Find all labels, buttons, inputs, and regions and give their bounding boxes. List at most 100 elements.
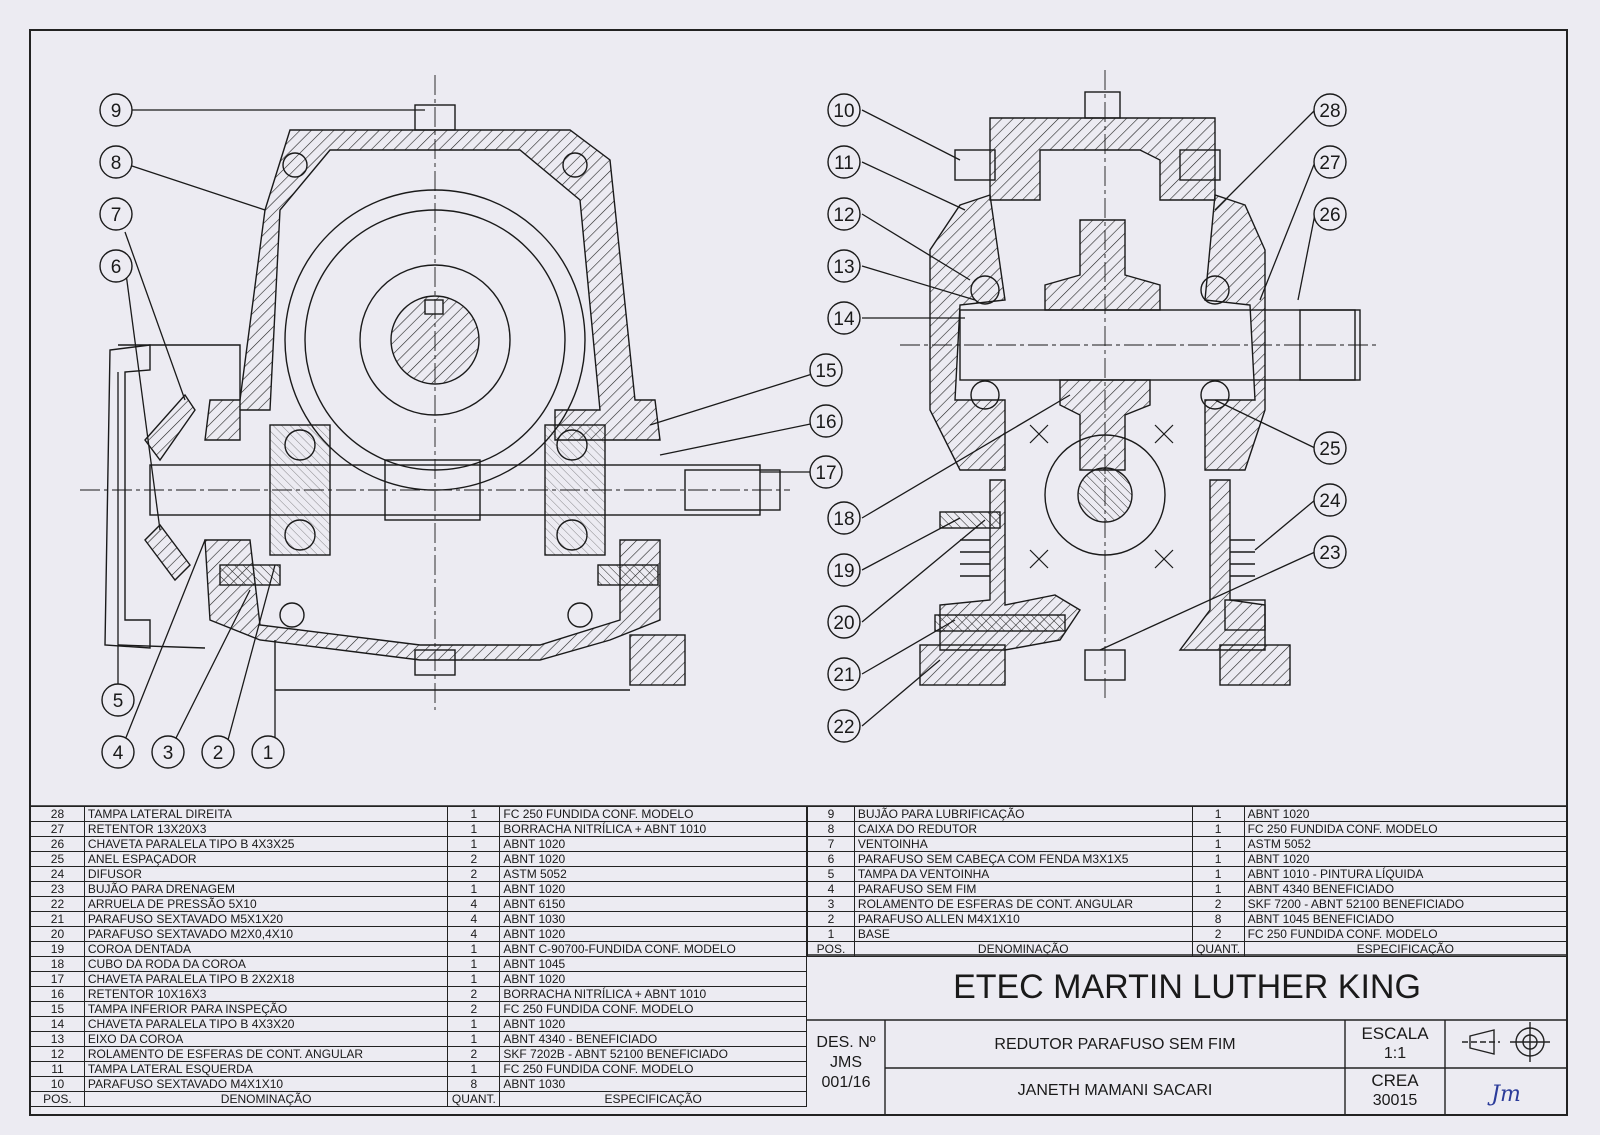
parts-cell-spec: ABNT 1045 BENEFICIADO bbox=[1243, 911, 1568, 927]
parts-cell-name: TAMPA LATERAL ESQUERDA bbox=[83, 1061, 449, 1077]
parts-cell-pos: 22 bbox=[30, 896, 85, 912]
callout-5: 5 bbox=[101, 683, 135, 717]
parts-cell-pos: 12 bbox=[30, 1046, 85, 1062]
callout-label: 2 bbox=[213, 743, 224, 764]
callout-13: 13 bbox=[827, 249, 861, 283]
callout-19: 19 bbox=[827, 553, 861, 587]
callout-label: 15 bbox=[815, 361, 836, 382]
parts-cell-qty: 1 bbox=[447, 881, 501, 897]
scale-value: 1:1 bbox=[1383, 1045, 1407, 1062]
callout-21: 21 bbox=[827, 657, 861, 691]
callout-label: 16 bbox=[815, 412, 836, 433]
parts-cell-name: CHAVETA PARALELA TIPO B 4X3X25 bbox=[83, 836, 449, 852]
parts-cell-qty: 1 bbox=[447, 836, 501, 852]
parts-cell-pos: 8 bbox=[807, 821, 855, 837]
parts-cell-spec: FC 250 FUNDIDA CONF. MODELO bbox=[1243, 926, 1568, 942]
school-name: ETEC MARTIN LUTHER KING bbox=[953, 968, 1421, 1006]
parts-cell-spec: ABNT 4340 - BENEFICIADO bbox=[499, 1031, 807, 1047]
callout-12: 12 bbox=[827, 197, 861, 231]
parts-cell-name: ANEL ESPAÇADOR bbox=[83, 851, 449, 867]
parts-cell-qty: 2 bbox=[447, 986, 501, 1002]
callout-24: 24 bbox=[1313, 483, 1347, 517]
callout-label: 28 bbox=[1319, 101, 1340, 122]
parts-cell-name: PARAFUSO SEXTAVADO M2X0,4X10 bbox=[83, 926, 449, 942]
parts-cell-pos: 21 bbox=[30, 911, 85, 927]
callout-label: 18 bbox=[833, 509, 854, 530]
parts-cell-pos: 18 bbox=[30, 956, 85, 972]
parts-cell-qty: 1 bbox=[1191, 821, 1245, 837]
parts-cell-name: PARAFUSO SEM FIM bbox=[853, 881, 1193, 897]
parts-cell-pos: 24 bbox=[30, 866, 85, 882]
parts-cell-spec: FC 250 FUNDIDA CONF. MODELO bbox=[499, 806, 807, 822]
parts-cell-name: RETENTOR 10X16X3 bbox=[83, 986, 449, 1002]
callout-label: 19 bbox=[833, 561, 854, 582]
drawing-number-label: DES. Nº bbox=[816, 1034, 876, 1051]
parts-cell-qty: 1 bbox=[1191, 836, 1245, 852]
parts-cell-qty: 4 bbox=[447, 896, 501, 912]
parts-cell-name: RETENTOR 13X20X3 bbox=[83, 821, 449, 837]
parts-cell-spec: ABNT 6150 bbox=[499, 896, 807, 912]
parts-cell-qty: 4 bbox=[447, 926, 501, 942]
parts-cell-name: TAMPA LATERAL DIREITA bbox=[83, 806, 449, 822]
parts-cell-spec: ABNT 1020 bbox=[499, 836, 807, 852]
callout-22: 22 bbox=[827, 709, 861, 743]
callout-label: 25 bbox=[1319, 439, 1340, 460]
parts-cell-name: CHAVETA PARALELA TIPO B 4X3X20 bbox=[83, 1016, 449, 1032]
parts-cell-name: DIFUSOR bbox=[83, 866, 449, 882]
parts-cell-spec: SKF 7202B - ABNT 52100 BENEFICIADO bbox=[499, 1046, 807, 1062]
parts-cell-name: ARRUELA DE PRESSÃO 5X10 bbox=[83, 896, 449, 912]
callouts bbox=[117, 109, 1316, 741]
callout-label: 7 bbox=[111, 205, 122, 226]
parts-cell-pos: 16 bbox=[30, 986, 85, 1002]
drawing-number-code: JMS bbox=[830, 1054, 862, 1071]
callout-label: 4 bbox=[113, 743, 124, 764]
parts-cell-pos: 7 bbox=[807, 836, 855, 852]
parts-cell-pos: 1 bbox=[807, 926, 855, 942]
parts-cell-spec: ABNT 1020 bbox=[499, 881, 807, 897]
drawing-border bbox=[29, 29, 1568, 1116]
parts-cell-qty: 4 bbox=[447, 911, 501, 927]
parts-cell-pos: 26 bbox=[30, 836, 85, 852]
callout-3: 3 bbox=[151, 735, 185, 769]
crea-value: 30015 bbox=[1372, 1092, 1418, 1109]
parts-cell-name: PARAFUSO SEXTAVADO M4X1X10 bbox=[83, 1076, 449, 1092]
parts-cell-name: PARAFUSO SEXTAVADO M5X1X20 bbox=[83, 911, 449, 927]
callout-label: 14 bbox=[833, 309, 855, 330]
callout-6: 6 bbox=[99, 249, 133, 283]
parts-cell-pos: 10 bbox=[30, 1076, 85, 1092]
callout-label: 23 bbox=[1319, 543, 1340, 564]
parts-cell-pos: 27 bbox=[30, 821, 85, 837]
parts-cell-name: PARAFUSO SEM CABEÇA COM FENDA M3X1X5 bbox=[853, 851, 1193, 867]
callout-16: 16 bbox=[809, 404, 843, 438]
side-section-view bbox=[900, 70, 1380, 700]
callout-9: 9 bbox=[99, 93, 133, 127]
parts-header-spec: ESPECIFICAÇÃO bbox=[1243, 941, 1568, 957]
parts-header-name: DENOMINAÇÃO bbox=[83, 1091, 449, 1107]
callout-label: 26 bbox=[1319, 205, 1340, 226]
callout-label: 3 bbox=[163, 743, 174, 764]
callout-28: 28 bbox=[1313, 93, 1347, 127]
parts-cell-qty: 1 bbox=[447, 821, 501, 837]
parts-cell-spec: ABNT 1030 bbox=[499, 911, 807, 927]
callout-label: 27 bbox=[1319, 153, 1340, 174]
parts-cell-qty: 1 bbox=[447, 1016, 501, 1032]
